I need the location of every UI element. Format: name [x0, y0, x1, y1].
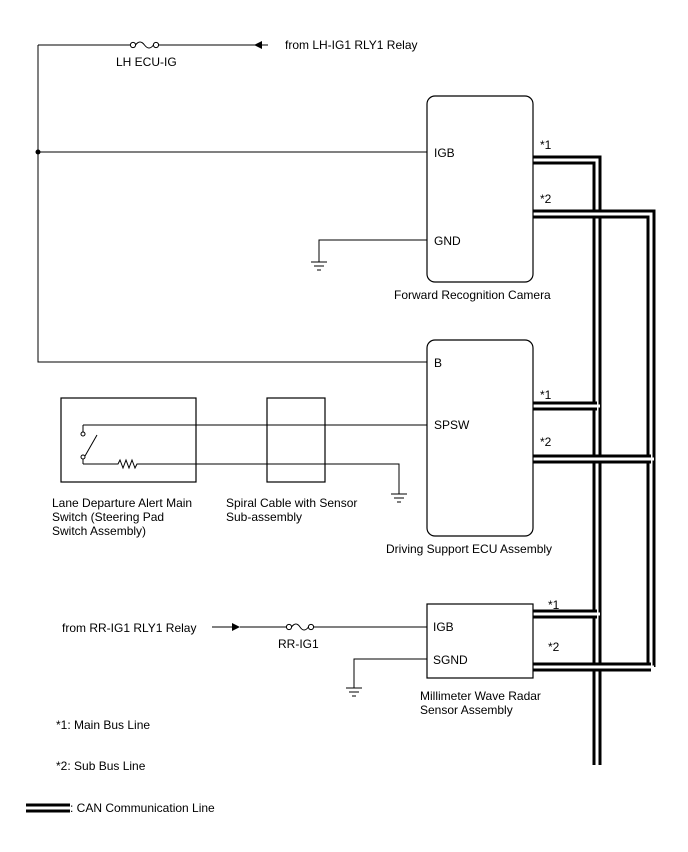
switch-ground-icon	[391, 493, 407, 503]
lh-fuse-icon	[129, 41, 160, 49]
millimeter-wave-radar: IGB SGND Millimeter Wave Radar Sensor As…	[420, 603, 541, 717]
rr-relay-arrow-icon	[232, 623, 240, 631]
camera-sub-bus-marker: *2	[540, 192, 552, 206]
camera-main-bus-marker: *1	[540, 138, 552, 152]
lh-relay-arrow-icon	[254, 41, 262, 49]
driving-support-ecu: B SPSW Driving Support ECU Assembly	[386, 339, 552, 556]
radar-label-line-2: Sensor Assembly	[420, 703, 513, 717]
rr-fuse-icon	[285, 623, 315, 631]
lh-relay-label: from LH-IG1 RLY1 Relay	[285, 38, 418, 52]
legend-main-bus: *1: Main Bus Line	[56, 718, 150, 732]
radar-label-line-1: Millimeter Wave Radar	[420, 689, 541, 703]
ecu-pin-b: B	[434, 356, 442, 370]
camera-pin-igb: IGB	[434, 146, 455, 160]
radar-ground-icon	[346, 687, 362, 697]
switch-label-line-3: Switch Assembly)	[52, 524, 146, 538]
switch-label-line-1: Lane Departure Alert Main	[52, 496, 192, 510]
forward-recognition-camera: IGB GND Forward Recognition Camera	[394, 95, 551, 302]
radar-pin-igb: IGB	[433, 620, 454, 634]
legend-sub-bus: *2: Sub Bus Line	[56, 759, 146, 773]
ecu-pin-spsw: SPSW	[434, 418, 470, 432]
radar-pin-sgnd: SGND	[433, 653, 468, 667]
radar-main-bus-marker: *1	[548, 598, 560, 612]
switch-label-line-2: Switch (Steering Pad	[52, 510, 164, 524]
legend-can-line: : CAN Communication Line	[70, 801, 215, 815]
spiral-label-line-1: Spiral Cable with Sensor	[226, 496, 357, 510]
radar-sub-bus-marker: *2	[548, 640, 560, 654]
camera-pin-gnd: GND	[434, 234, 461, 248]
rr-fuse-label: RR-IG1	[278, 637, 319, 651]
spiral-cable: Spiral Cable with Sensor Sub-assembly	[226, 397, 357, 524]
spiral-label-line-2: Sub-assembly	[226, 510, 302, 524]
lane-departure-switch: Lane Departure Alert Main Switch (Steeri…	[52, 397, 197, 538]
junction-dot	[35, 149, 41, 155]
camera-ground-icon	[311, 261, 327, 271]
power-wiring	[35, 44, 427, 363]
camera-label: Forward Recognition Camera	[394, 288, 551, 302]
lh-fuse-label: LH ECU-IG	[116, 55, 177, 69]
ecu-main-bus-marker: *1	[540, 388, 552, 402]
ecu-label: Driving Support ECU Assembly	[386, 542, 552, 556]
can-bus-lines	[533, 155, 656, 765]
rr-relay-label: from RR-IG1 RLY1 Relay	[62, 621, 196, 635]
ecu-sub-bus-marker: *2	[540, 435, 552, 449]
